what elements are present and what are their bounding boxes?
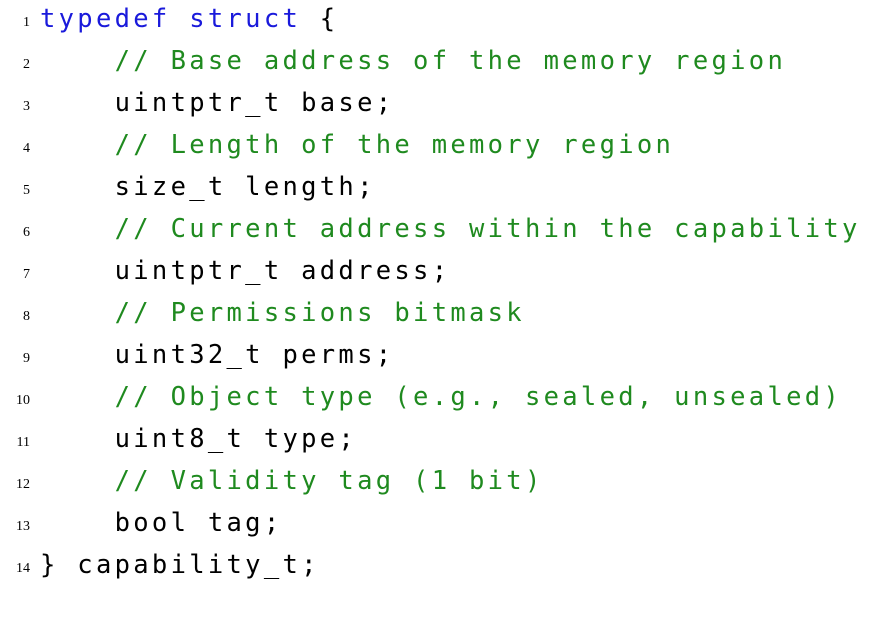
line-number: 2 [23,57,30,72]
line-number: 5 [23,183,30,198]
code-line: 9 uint32_t perms; [0,338,873,380]
code-text-segment: { [301,4,339,34]
code-comment: // Permissions bitmask [40,298,525,328]
code-comment: // Object type (e.g., sealed, unsealed) [40,382,843,412]
code-line: 5 size_t length; [0,170,873,212]
line-number: 4 [23,141,30,156]
code-text: size_t length; [40,172,376,202]
code-line: 13 bool tag; [0,506,873,548]
line-number: 9 [23,351,30,366]
code-comment: // Validity tag (1 bit) [40,466,544,496]
code-text: uint8_t type; [40,424,358,454]
code-line: 12 // Validity tag (1 bit) [0,464,873,506]
code-comment: // Length of the memory region [40,130,675,160]
code-line: 6 // Current address within the capabili… [0,212,873,254]
code-text: uint32_t perms; [40,340,395,370]
line-number: 1 [23,15,30,30]
code-comment: // Current address within the capability [40,214,861,244]
line-number: 8 [23,309,30,324]
line-number: 14 [16,561,30,576]
code-line: 3 uintptr_t base; [0,86,873,128]
line-number: 13 [16,519,30,534]
code-line: 7 uintptr_t address; [0,254,873,296]
code-line: 14 } capability_t; [0,548,873,590]
code-line: 4 // Length of the memory region [0,128,873,170]
code-text: } capability_t; [40,550,320,580]
line-number: 11 [16,435,30,450]
code-line: 2 // Base address of the memory region [0,44,873,86]
code-line: 11 uint8_t type; [0,422,873,464]
code-listing: 1 typedef struct { 2 // Base address of … [0,2,873,590]
line-number: 3 [23,99,30,114]
line-number: 6 [23,225,30,240]
code-line: 8 // Permissions bitmask [0,296,873,338]
code-line: 10 // Object type (e.g., sealed, unseale… [0,380,873,422]
line-number: 10 [16,393,30,408]
line-number: 7 [23,267,30,282]
line-number: 12 [16,477,30,492]
code-comment: // Base address of the memory region [40,46,787,76]
code-text: bool tag; [40,508,283,538]
code-line: 1 typedef struct { [0,2,873,44]
code-text: uintptr_t base; [40,88,395,118]
keyword: typedef struct [40,4,302,34]
code-text: typedef struct { [40,2,338,36]
code-text: uintptr_t address; [40,256,451,286]
